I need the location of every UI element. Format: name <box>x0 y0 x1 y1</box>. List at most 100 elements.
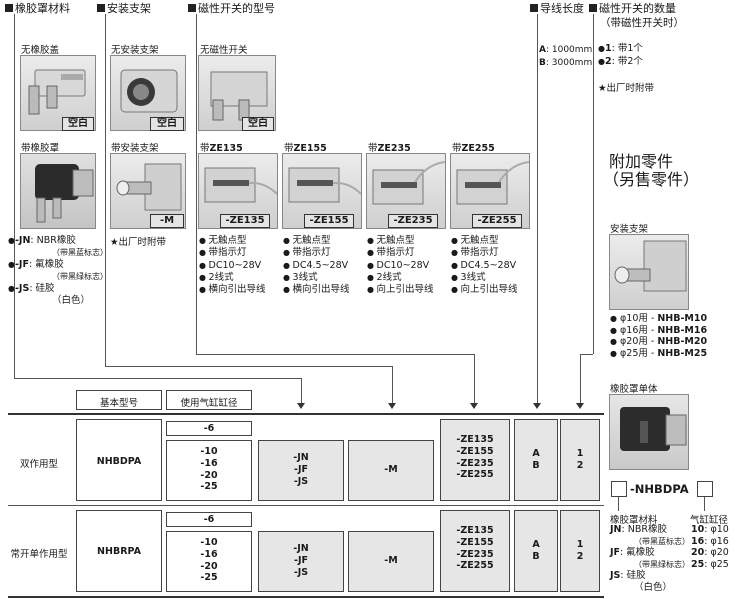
cover-option-note: （带黑绿标志） <box>52 272 108 281</box>
switch-badge-ze235: -ZE235 <box>388 214 438 228</box>
count-label: 带1个 <box>617 43 643 54</box>
cover-option-name: 硅胶 <box>35 283 55 294</box>
switch-sensor-icon <box>456 161 529 205</box>
table-header-bore <box>166 390 252 410</box>
leader-cover-drop <box>301 378 302 404</box>
rubber-cover-icon <box>35 164 94 223</box>
bracket-none-caption: 无安装支架 <box>111 45 159 56</box>
table-header-bore-label: 使用气缸缸径 <box>180 398 238 409</box>
switch-value: -ZE155 <box>456 445 494 457</box>
switch-spec: 带指示灯 <box>199 247 266 259</box>
bore-value: -16 <box>200 548 218 560</box>
row2-bore-first-box <box>166 512 252 527</box>
material-note: （带黑绿标志） <box>634 559 690 569</box>
accessory-material-js: JS: 硅胶 <box>610 570 646 581</box>
accessory-bracket-m25: ● φ25用 - NHB-M25 <box>610 347 708 359</box>
table-top-rule <box>8 413 604 415</box>
accessory-bore-20: 20: φ20 <box>691 547 729 558</box>
accessory-size: φ20用 <box>620 336 648 347</box>
accessory-code: NHB-M20 <box>657 336 708 347</box>
row1-lead-box <box>514 419 558 501</box>
accessory-size: φ25用 <box>620 347 648 359</box>
lead-value: B <box>532 459 540 471</box>
arrow-down-icon <box>388 403 396 409</box>
row1-bores-box <box>166 440 252 501</box>
count-code: 1 <box>604 43 612 54</box>
table-header-model-label: 基本型号 <box>99 398 138 409</box>
switch-value: -ZE235 <box>456 548 494 560</box>
switch-specs-ze155: 无触点型 带指示灯 DC4.5~28V 3线式 横向引出导线 <box>283 235 350 296</box>
cover-option-js: ●-JS: 硅胶 <box>8 283 108 295</box>
switch-specs-ze255: 无触点型 带指示灯 DC4.5~28V 3线式 向上引出导线 <box>451 235 518 296</box>
switch-caption-prefix: 带 <box>368 143 378 154</box>
bore-code: 10 <box>691 524 705 535</box>
material-code: JS <box>610 570 621 581</box>
leader-bracket-horizontal <box>105 366 392 367</box>
count-value: 1 <box>576 448 584 459</box>
switch-badge-ze155: -ZE155 <box>304 214 354 228</box>
accessory-bracket-m16: ● φ16用 - NHB-M16 <box>610 324 708 336</box>
header-cover-material: 橡胶罩材料 <box>5 2 70 15</box>
accessory-size: φ16用 <box>620 324 648 336</box>
row-type-single: 常开单作用型 <box>10 549 68 560</box>
cover-value: -JF <box>294 463 308 475</box>
header-text: 橡胶罩材料 <box>15 2 70 15</box>
accessory-bore-10: 10: φ10 <box>691 524 729 535</box>
leader-count-horizontal <box>580 354 593 355</box>
switch-caption-ze235: 带ZE235 <box>368 140 411 154</box>
switch-badge-ze135: -ZE135 <box>220 214 270 228</box>
table-mid-rule <box>8 505 604 506</box>
accessory-materials-list: JN: NBR橡胶 （带黑蓝标志） JF: 氟橡胶 （带黑绿标志） JS: 硅胶… <box>610 524 690 593</box>
cover-value: -JS <box>293 566 309 578</box>
lead-value: A <box>532 448 540 459</box>
lead-option-a: A: 1000mm <box>539 45 593 55</box>
cover-none-badge: 空白 <box>62 117 94 131</box>
row2-bores-box <box>166 531 252 592</box>
material-note: （带黑蓝标志） <box>634 536 690 546</box>
switch-caption-prefix: 带 <box>200 143 210 154</box>
leader-cover-vertical <box>14 14 15 378</box>
cover-option-code: -JF <box>14 259 29 270</box>
accessory-code: NHB-M10 <box>657 313 708 324</box>
row1-switches: -ZE135 -ZE155 -ZE235 -ZE255 <box>440 434 510 481</box>
accessory-bore-16: 16: φ16 <box>691 535 729 547</box>
bore-value: -10 <box>200 537 218 548</box>
cylinder-body-icon <box>120 69 178 113</box>
leader-lead-vertical <box>537 14 538 404</box>
lead-value: 3000mm <box>551 58 593 68</box>
row1-model-box <box>76 419 162 501</box>
bore-size: φ20 <box>710 547 729 558</box>
row1-bore-first: -6 <box>203 423 215 434</box>
switch-none-caption: 无磁性开关 <box>200 45 248 56</box>
switch-caption-code: ZE155 <box>293 143 327 154</box>
table-header-model <box>76 390 162 410</box>
lead-value: B <box>532 550 540 562</box>
switch-badge-ze255: -ZE255 <box>472 214 522 228</box>
order-code-material-leader <box>618 497 619 511</box>
count-value: 1 <box>576 539 584 550</box>
bore-size: φ10 <box>710 524 729 535</box>
bullet-icon: ● <box>598 57 605 66</box>
leader-switch-horizontal <box>196 354 474 355</box>
bore-code: 25 <box>691 558 705 570</box>
count-label: 带2个 <box>617 56 643 67</box>
switch-spec: 向上引出导线 <box>367 284 434 296</box>
row1-count-box <box>560 419 600 501</box>
cover-option-name: NBR橡胶 <box>36 235 76 246</box>
bullet-icon: ● <box>610 337 617 346</box>
square-marker-icon <box>5 4 13 12</box>
row2-lead-box <box>514 510 558 592</box>
count-note: ★出厂时附带 <box>598 83 655 94</box>
switch-spec: 无触点型 <box>199 235 266 247</box>
lead-code: B <box>539 58 546 68</box>
square-marker-icon <box>188 4 196 12</box>
switch-spec: 3线式 <box>451 272 518 284</box>
row2-covers: -JN -JF -JS <box>258 543 344 578</box>
row2-cover-box <box>258 531 344 592</box>
bullet-icon: ● <box>598 44 605 53</box>
bore-code: 20 <box>691 547 705 558</box>
switch-spec: DC4.5~28V <box>283 260 350 272</box>
accessory-code: NHB-M25 <box>657 347 708 359</box>
leader-switch-drop <box>474 354 475 404</box>
switch-spec: DC10~28V <box>367 260 434 272</box>
